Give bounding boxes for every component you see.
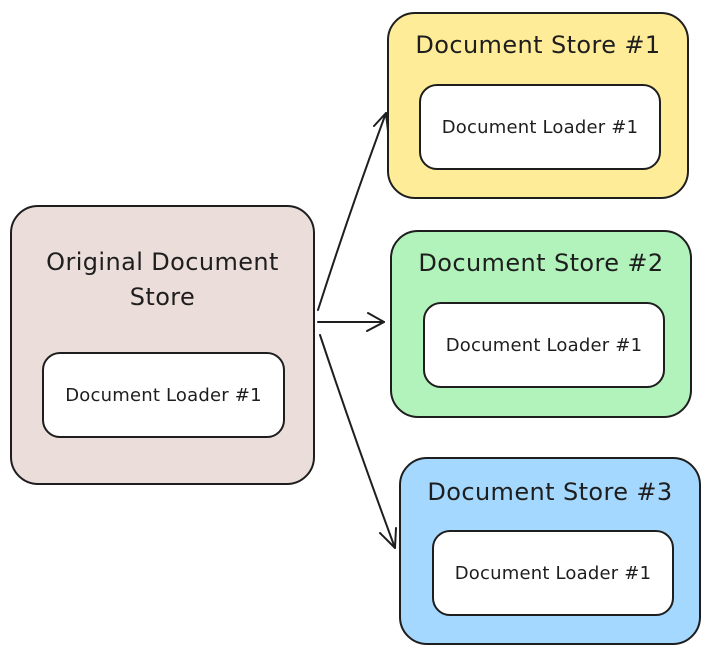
- document-store-2-loader: Document Loader #1: [423, 302, 665, 388]
- document-store-3-loader: Document Loader #1: [432, 530, 674, 616]
- document-store-1-title: Document Store #1: [415, 31, 661, 59]
- arrow-to-store-1: [317, 112, 389, 311]
- document-store-2-title: Document Store #2: [418, 249, 664, 277]
- document-store-3-title: Document Store #3: [427, 478, 673, 506]
- document-store-1: Document Store #1 Document Loader #1: [387, 12, 689, 199]
- original-document-store: Original Document Store Document Loader …: [10, 205, 315, 485]
- original-store-title: Original Document Store: [46, 248, 279, 311]
- original-document-loader: Document Loader #1: [42, 352, 285, 438]
- document-store-3: Document Store #3 Document Loader #1: [399, 457, 701, 645]
- arrow-to-store-3: [319, 334, 397, 549]
- document-store-2: Document Store #2 Document Loader #1: [390, 230, 692, 418]
- document-store-1-loader: Document Loader #1: [419, 84, 661, 170]
- arrow-to-store-2: [317, 312, 385, 332]
